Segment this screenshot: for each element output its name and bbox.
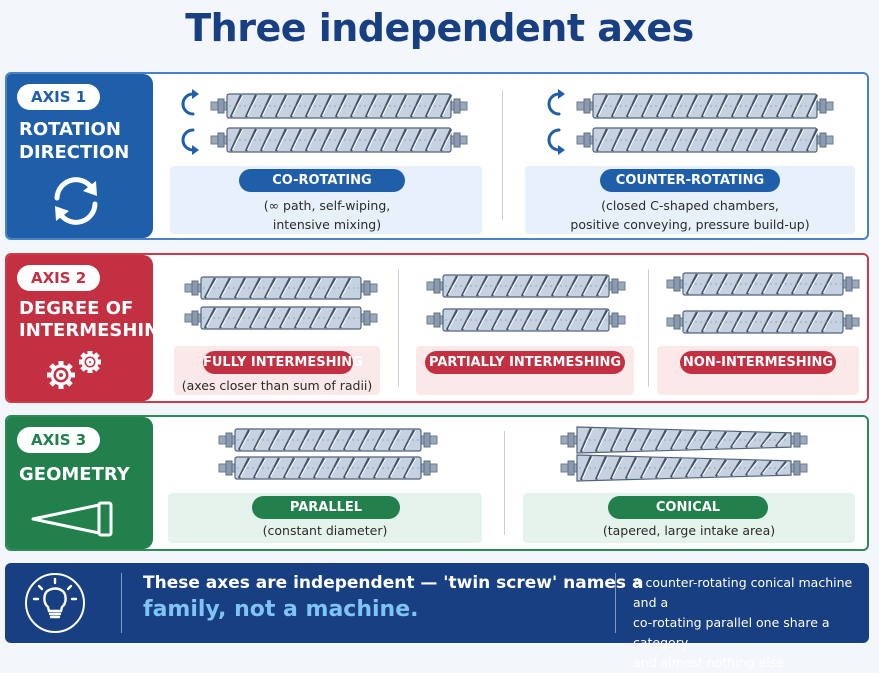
conical-desc: (tapered, large intake area) [602,523,776,538]
screw-illustration [547,89,834,155]
screw-shaft [426,274,626,298]
lightbulb-icon-circle [25,573,85,633]
parallel-desc: (constant diameter) [262,523,388,538]
axis-2-divider-2 [648,269,649,387]
gears-icon [47,351,101,389]
axis-1-title-line2: DIRECTION [19,142,130,163]
fully-intermeshing-pill: FULLY INTERMESHING [203,351,363,374]
conical-illustration [555,425,815,493]
screw-illustration [181,89,468,155]
axis-1-divider [502,90,503,220]
axis-3-panel: AXIS 3 GEOMETRY PARALLEL (constant diame… [5,415,869,551]
co-rotating-desc-line1: (∞ path, self-wiping, [263,198,391,213]
page-title: Three independent axes [185,6,694,50]
screw-illustration [426,274,626,332]
footer-statement: These axes are independent — 'twin screw… [143,573,644,593]
non-intermeshing-pill: NON-INTERMESHING [680,351,836,374]
screw-shaft [560,454,808,482]
axis-3-sidebar: AXIS 3 GEOMETRY [7,417,153,549]
axis-2-sidebar: AXIS 2 DEGREE OF INTERMESHING [7,255,174,401]
footer-note-line1: A counter-rotating conical machine and a [633,575,853,610]
screw-illustration [218,428,438,480]
rotation-arrowhead [192,145,199,155]
fully-intermeshing-illustration [181,269,381,343]
lightbulb-icon [32,577,78,619]
footer-highlight: family, not a machine. [143,597,419,622]
axis-2-panel: AXIS 2 DEGREE OF INTERMESHING FULL [5,253,869,403]
rotation-arrowhead [192,89,199,99]
circular-arrows-icon [54,177,98,225]
axis-2-tag: AXIS 2 [17,265,101,291]
axis-2-divider-1 [398,269,399,387]
counter-rotating-illustration [547,86,847,164]
screw-shaft [218,456,438,480]
screw-illustration [666,272,860,334]
footer-divider-left [121,573,122,633]
axis-3-title: GEOMETRY [19,464,130,485]
screw-shaft [576,93,834,119]
parallel-illustration [213,425,443,493]
rotation-arrowhead [558,89,565,99]
screw-shaft [666,310,860,334]
footer-note: A counter-rotating conical machine and a… [633,573,863,673]
axis-3-tag: AXIS 3 [17,427,101,453]
screw-shaft [560,426,808,454]
screw-shaft [184,276,378,300]
partially-intermeshing-illustration [421,269,631,343]
screw-shaft [218,428,438,452]
axis-3-divider [504,431,505,535]
partially-intermeshing-pill: PARTIALLY INTERMESHING [425,351,625,374]
screw-illustration [560,426,808,482]
screw-shaft [210,93,468,119]
rotation-arrowhead [558,145,565,155]
screw-shaft [666,272,860,296]
axis-2-title-line1: DEGREE OF [19,298,134,319]
cone-icon [31,501,113,537]
counter-rotating-pill: COUNTER-ROTATING [600,169,780,192]
co-rotating-pill: CO-ROTATING [239,169,405,192]
rotation-arrow [547,92,561,116]
non-intermeshing-illustration [661,269,861,343]
fully-intermeshing-desc: (axes closer than sum of radii) [181,378,373,393]
axis-1-panel: AXIS 1 ROTATION DIRECTION CO-ROTATING (∞… [5,72,869,240]
co-rotating-illustration [181,86,481,164]
rotation-arrow [547,128,561,152]
screw-shaft [576,127,834,153]
rotation-arrow [181,128,195,152]
footer-divider-right [615,573,616,633]
footer-banner: These axes are independent — 'twin screw… [5,563,869,670]
axis-2-title-line2: INTERMESHING [19,320,174,341]
counter-rotating-desc-line1: (closed C-shaped chambers, [601,198,779,213]
axis-1-sidebar: AXIS 1 ROTATION DIRECTION [7,74,153,238]
counter-rotating-desc-line2: positive conveying, pressure build-up) [570,217,810,232]
footer-note-line3: and almost nothing else. [633,655,788,670]
axis-1-tag: AXIS 1 [17,84,101,110]
footer-note-line2: co-rotating parallel one share a categor… [633,615,830,650]
parallel-pill: PARALLEL [252,496,400,519]
screw-shaft [426,308,626,332]
co-rotating-desc-line2: intensive mixing) [272,217,382,232]
axis-1-title-line1: ROTATION [19,119,121,140]
screw-shaft [184,306,378,330]
screw-shaft [210,127,468,153]
screw-illustration [184,276,378,330]
rotation-arrow [181,92,195,116]
conical-pill: CONICAL [608,496,768,519]
